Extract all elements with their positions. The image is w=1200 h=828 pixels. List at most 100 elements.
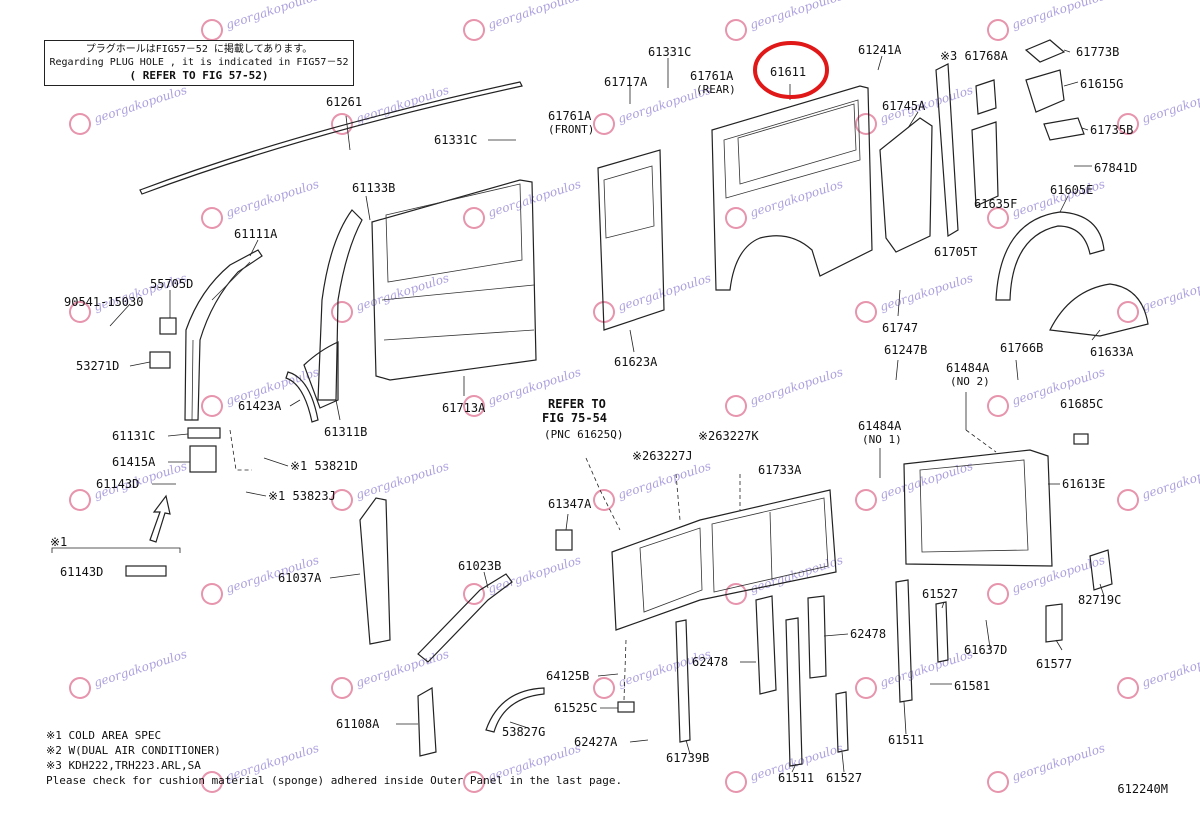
part-61685C-drawing: [1073, 433, 1089, 445]
svg-text:georgakopoulos: georgakopoulos: [1140, 459, 1200, 502]
part-label[interactable]: 62478: [850, 627, 886, 641]
part-label[interactable]: 61143D: [60, 565, 103, 579]
svg-text:georgakopoulos: georgakopoulos: [1140, 647, 1200, 690]
part-label[interactable]: 61713A: [442, 401, 486, 415]
part-label[interactable]: 90541-15030: [64, 295, 143, 309]
part-label[interactable]: 61484A: [858, 419, 902, 433]
part-label[interactable]: 61423A: [238, 399, 282, 413]
part-62478-drawing: [755, 595, 777, 695]
part-label[interactable]: 61747: [882, 321, 918, 335]
watermark-stamp: georgakopoulos: [201, 177, 321, 229]
part-label[interactable]: 61311B: [324, 425, 367, 439]
part-61311B-drawing: [317, 209, 363, 401]
part-label[interactable]: 61511: [888, 733, 924, 747]
part-label[interactable]: 61613E: [1062, 477, 1105, 491]
part-label[interactable]: 61635F: [974, 197, 1017, 211]
part-label[interactable]: ※3 61768A: [940, 49, 1009, 63]
part-label[interactable]: ※263227J: [632, 449, 693, 463]
part-label[interactable]: 61739B: [666, 751, 709, 765]
watermark-stamp: georgakopoulos: [593, 271, 713, 323]
part-label[interactable]: 61261: [326, 95, 362, 109]
part-label[interactable]: 61331C: [648, 45, 691, 59]
part-61131C-drawing: [187, 427, 221, 439]
part-label[interactable]: ※1 53823J: [268, 489, 336, 503]
part-label[interactable]: 61605E: [1050, 183, 1093, 197]
svg-text:georgakopoulos: georgakopoulos: [486, 177, 583, 220]
part-label[interactable]: 61525C: [554, 701, 597, 715]
part-61605E-drawing: [995, 211, 1105, 301]
svg-text:georgakopoulos: georgakopoulos: [1140, 83, 1200, 126]
part-label[interactable]: 61133B: [352, 181, 395, 195]
part-label[interactable]: 61615G: [1080, 77, 1123, 91]
part-61733A-drawing: [611, 489, 837, 631]
part-label[interactable]: 61527: [922, 587, 958, 601]
part-61623A-drawing: [597, 149, 665, 331]
part-label[interactable]: 61108A: [336, 717, 380, 731]
part-label[interactable]: 61527: [826, 771, 862, 785]
part-label[interactable]: 61415A: [112, 455, 156, 469]
part-label[interactable]: 61111A: [234, 227, 278, 241]
part-label[interactable]: 61745A: [882, 99, 926, 113]
part-label[interactable]: 67841D: [1094, 161, 1137, 175]
watermark-stamp: georgakopoulos: [1117, 647, 1200, 699]
diagram-id: 612240M: [1117, 782, 1168, 796]
leader-lines: [109, 49, 1105, 773]
part-label-note: (REAR): [696, 83, 736, 96]
part-label[interactable]: 61761A: [690, 69, 734, 83]
part-61635F-drawing: [971, 121, 999, 207]
svg-text:georgakopoulos: georgakopoulos: [1010, 0, 1107, 32]
watermark-layer: georgakopoulos georgakopoulos georgakopoul…: [69, 0, 1200, 793]
part-label[interactable]: 61773B: [1076, 45, 1119, 59]
part-label[interactable]: 61623A: [614, 355, 658, 369]
part-label[interactable]: 61241A: [858, 43, 902, 57]
part-label[interactable]: 61331C: [434, 133, 477, 147]
part-label[interactable]: 61637D: [964, 643, 1007, 657]
part-61527-drawing: [835, 691, 849, 753]
part-label[interactable]: 61766B: [1000, 341, 1043, 355]
part-61611-drawing: [711, 85, 873, 291]
part-label[interactable]: 61247B: [884, 343, 927, 357]
part-label[interactable]: 61685C: [1060, 397, 1103, 411]
part-label[interactable]: 61131C: [112, 429, 155, 443]
svg-text:georgakopoulos: georgakopoulos: [354, 83, 451, 126]
part-61615G-drawing: [1025, 69, 1065, 113]
part-label[interactable]: 61735B: [1090, 123, 1133, 137]
watermark-stamp: georgakopoulos: [593, 647, 713, 699]
part-label[interactable]: 82719C: [1078, 593, 1121, 607]
part-label[interactable]: ※263227K: [698, 429, 759, 443]
part-label-highlighted[interactable]: 61611: [770, 65, 806, 79]
part-label[interactable]: 61761A: [548, 109, 592, 123]
part-61108A-drawing: [417, 687, 437, 757]
part-label[interactable]: 61037A: [278, 571, 322, 585]
part-label[interactable]: 61717A: [604, 75, 648, 89]
svg-text:georgakopoulos: georgakopoulos: [92, 83, 189, 126]
refer-note-line: REFER TO: [548, 397, 606, 411]
watermark-stamp: georgakopoulos: [987, 0, 1107, 41]
part-label[interactable]: 62478: [692, 655, 728, 669]
part-label[interactable]: 61484A: [946, 361, 990, 375]
part-label[interactable]: 61733A: [758, 463, 802, 477]
part-61739B-drawing: [675, 619, 691, 743]
part-61423A-drawing: [285, 371, 319, 423]
part-label[interactable]: 61581: [954, 679, 990, 693]
part-label[interactable]: 53827G: [502, 725, 545, 739]
part-label-note: ※1: [50, 535, 67, 549]
part-label[interactable]: 62427A: [574, 735, 618, 749]
part-label[interactable]: 53271D: [76, 359, 119, 373]
footnote-3: ※3 KDH222,TRH223.ARL,SA: [46, 759, 201, 772]
svg-text:georgakopoulos: georgakopoulos: [878, 271, 975, 314]
part-label[interactable]: 61143D: [96, 477, 139, 491]
highlight-circle-61611: [753, 41, 829, 99]
part-label[interactable]: 61705T: [934, 245, 977, 259]
part-label[interactable]: 61347A: [548, 497, 592, 511]
svg-text:georgakopoulos: georgakopoulos: [354, 459, 451, 502]
part-label[interactable]: 61633A: [1090, 345, 1134, 359]
part-label[interactable]: 61023B: [458, 559, 501, 573]
part-61735B-drawing: [1043, 117, 1085, 141]
part-label[interactable]: 61511: [778, 771, 814, 785]
part-label[interactable]: ※1 53821D: [290, 459, 358, 473]
part-label[interactable]: 55705D: [150, 277, 193, 291]
part-label-note: (NO 2): [950, 375, 990, 388]
part-label[interactable]: 61577: [1036, 657, 1072, 671]
part-label[interactable]: 64125B: [546, 669, 589, 683]
